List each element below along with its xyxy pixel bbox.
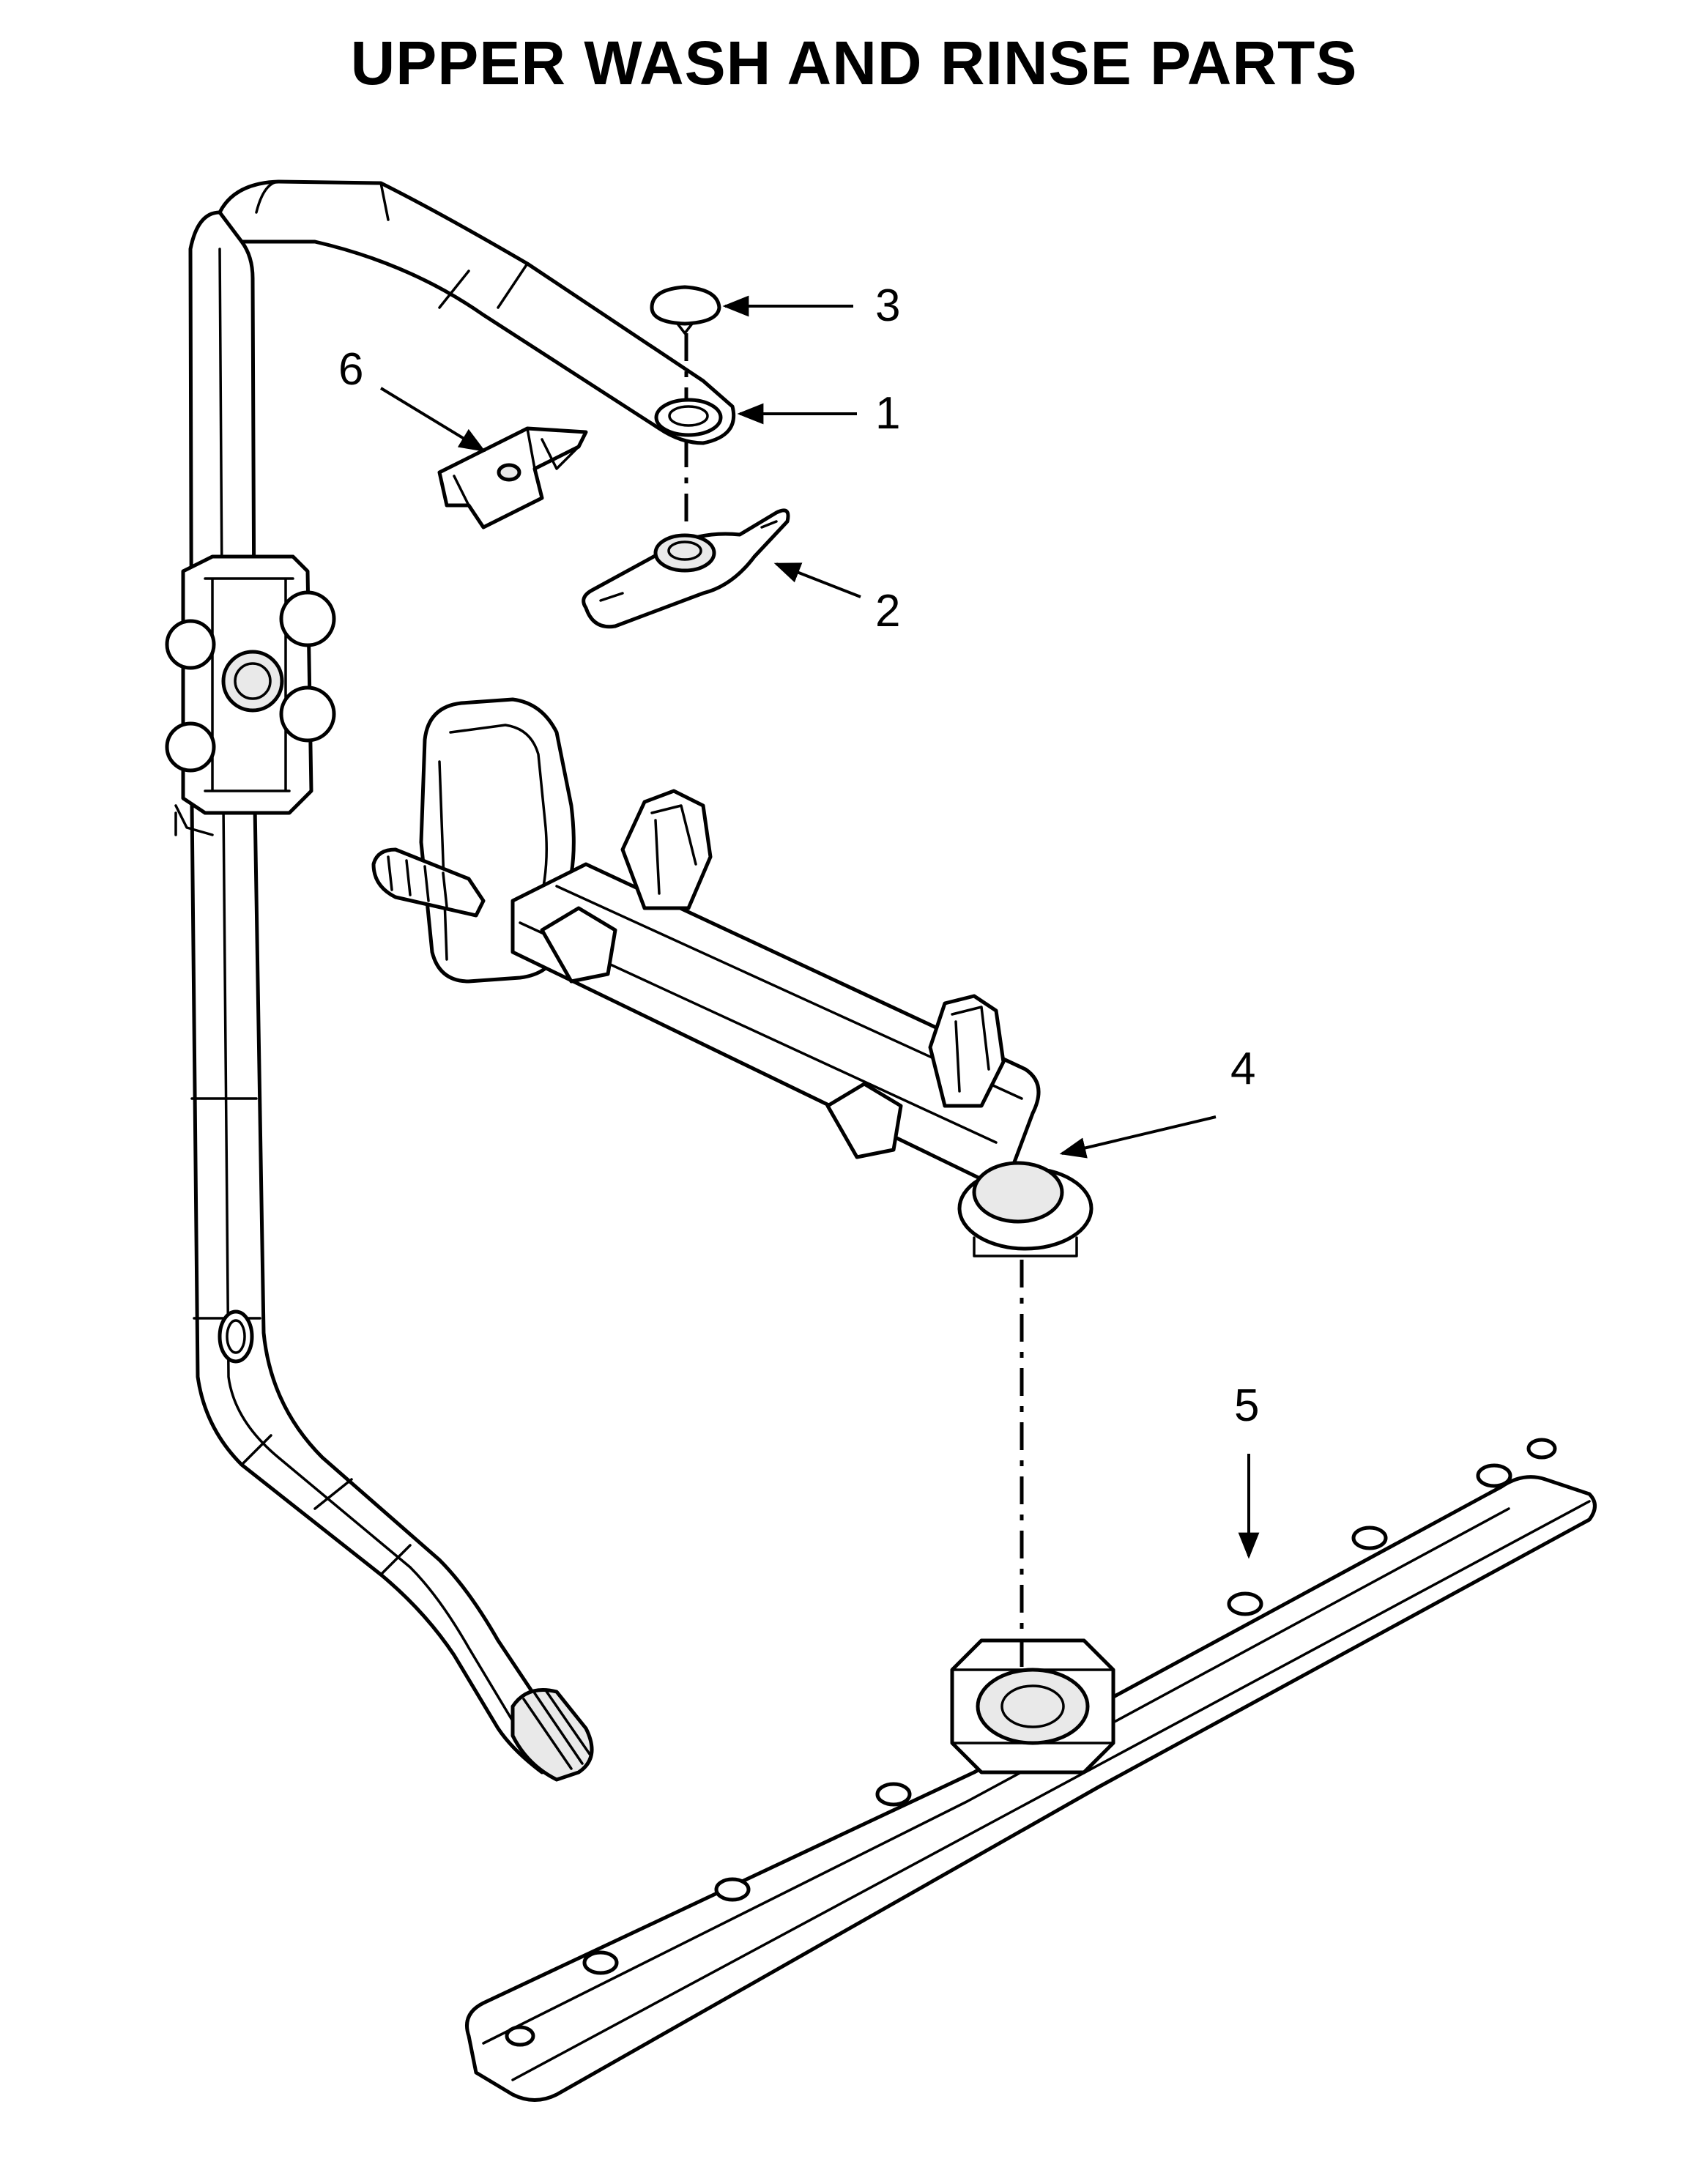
callout-2: 2 — [875, 586, 900, 636]
leader-6 — [379, 387, 486, 452]
part-5-spray-arm[interactable] — [465, 1438, 1597, 2102]
diagram-title: UPPER WASH AND RINSE PARTS — [350, 29, 1358, 97]
callout-5: 5 — [1234, 1381, 1259, 1431]
part-1-nut[interactable] — [654, 398, 723, 437]
callout-3: 3 — [875, 280, 900, 331]
leader-2 — [773, 562, 861, 598]
callout-1: 1 — [875, 388, 900, 439]
part-2-mount-plate[interactable] — [582, 508, 790, 629]
part-3-cap[interactable] — [650, 285, 721, 335]
part-4-spray-manifold[interactable] — [371, 697, 1094, 1257]
callout-4: 4 — [1230, 1044, 1255, 1094]
callout-6: 6 — [338, 344, 363, 395]
leader-4 — [1059, 1115, 1217, 1159]
part-6-clip[interactable] — [437, 426, 588, 529]
supply-tube[interactable] — [165, 179, 736, 1782]
